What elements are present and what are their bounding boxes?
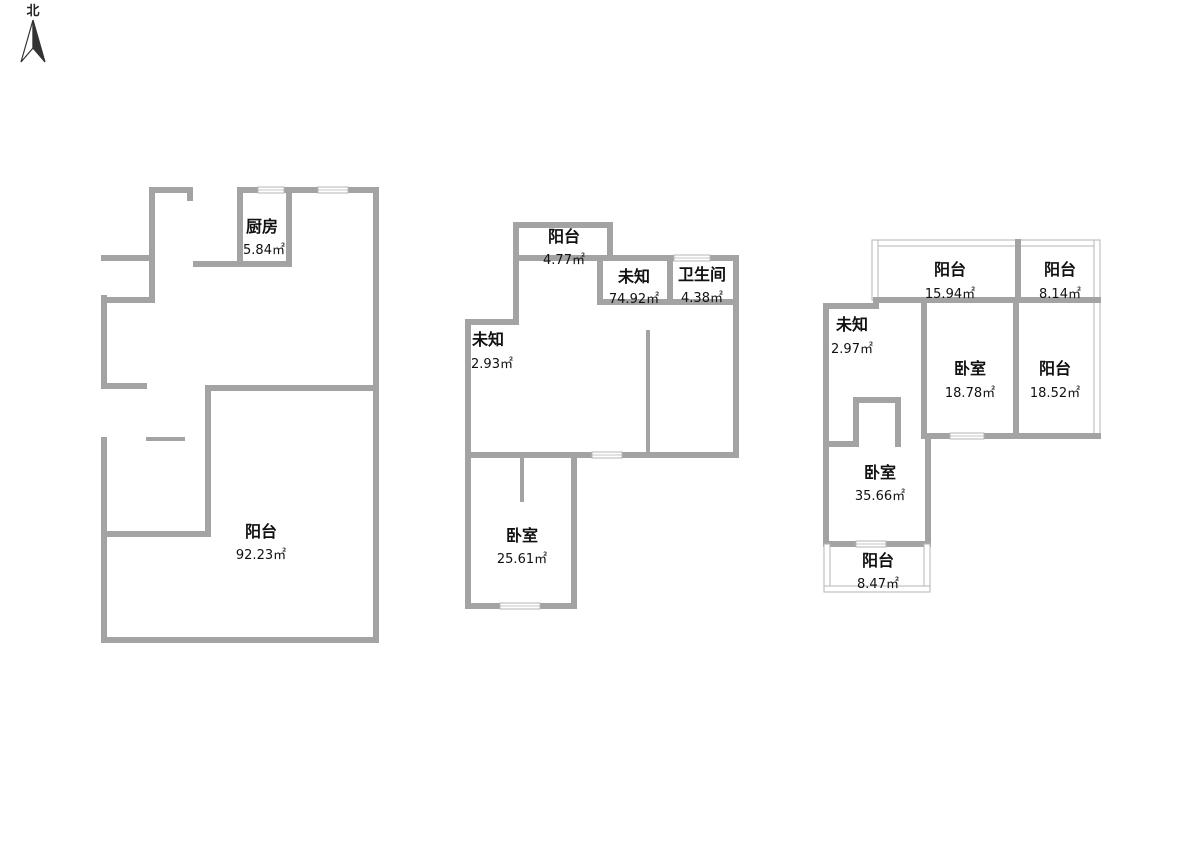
- compass-north-label: 北: [26, 4, 39, 19]
- room-name: 卫生间: [678, 265, 726, 284]
- room-balcony-1: 阳台 92.23㎡: [236, 522, 286, 563]
- room-name: 阳台: [1044, 260, 1076, 279]
- room-unknown-3: 未知 2.97㎡: [831, 315, 873, 357]
- floor-2-windows: [499, 254, 711, 610]
- room-area: 8.47㎡: [857, 577, 899, 592]
- room-name: 未知: [835, 315, 868, 334]
- room-area: 4.38㎡: [681, 291, 723, 306]
- room-balcony-2: 阳台 4.77㎡: [543, 227, 585, 268]
- room-unknown-2: 未知 2.93㎡: [471, 330, 513, 372]
- room-area: 15.94㎡: [925, 287, 975, 302]
- room-unknown-1: 未知 74.92㎡: [609, 267, 659, 307]
- room-area: 5.84㎡: [243, 243, 285, 258]
- room-name: 厨房: [246, 217, 278, 236]
- room-area: 2.93㎡: [471, 357, 513, 372]
- room-name: 卧室: [506, 526, 538, 545]
- room-area: 18.52㎡: [1030, 386, 1080, 401]
- room-name: 未知: [617, 267, 650, 286]
- room-name: 卧室: [864, 463, 896, 482]
- room-bedroom-2: 卧室 18.78㎡: [945, 359, 995, 401]
- room-balcony-5: 阳台 18.52㎡: [1030, 359, 1080, 401]
- room-name: 卧室: [954, 359, 986, 378]
- room-bathroom: 卫生间 4.38㎡: [678, 265, 726, 306]
- room-area: 92.23㎡: [236, 548, 286, 563]
- room-labels: 厨房 5.84㎡ 阳台 92.23㎡ 阳台 4.77㎡ 未知 74.92㎡ 卫生…: [236, 217, 1081, 592]
- room-name: 未知: [471, 330, 504, 349]
- room-bedroom-3: 卧室 35.66㎡: [855, 463, 905, 504]
- room-name: 阳台: [1039, 359, 1071, 378]
- room-area: 2.97㎡: [831, 342, 873, 357]
- compass: 北: [20, 4, 46, 63]
- room-name: 阳台: [862, 551, 894, 570]
- floor-3-walls: [823, 239, 1101, 593]
- north-arrow-icon: [20, 19, 46, 63]
- floor-1-walls: [101, 187, 379, 643]
- room-area: 35.66㎡: [855, 489, 905, 504]
- room-area: 8.14㎡: [1039, 287, 1081, 302]
- room-balcony-3: 阳台 15.94㎡: [925, 260, 975, 302]
- room-kitchen: 厨房 5.84㎡: [243, 217, 285, 258]
- room-name: 阳台: [934, 260, 966, 279]
- room-area: 18.78㎡: [945, 386, 995, 401]
- room-balcony-4: 阳台 8.14㎡: [1039, 260, 1081, 302]
- room-area: 4.77㎡: [543, 253, 585, 268]
- room-area: 74.92㎡: [609, 292, 659, 307]
- room-bedroom-1: 卧室 25.61㎡: [497, 526, 547, 567]
- room-name: 阳台: [245, 522, 277, 541]
- room-area: 25.61㎡: [497, 552, 547, 567]
- room-name: 阳台: [548, 227, 580, 246]
- floor-1-windows: [257, 186, 349, 194]
- floor-3-windows: [855, 432, 985, 548]
- room-balcony-6: 阳台 8.47㎡: [857, 551, 899, 592]
